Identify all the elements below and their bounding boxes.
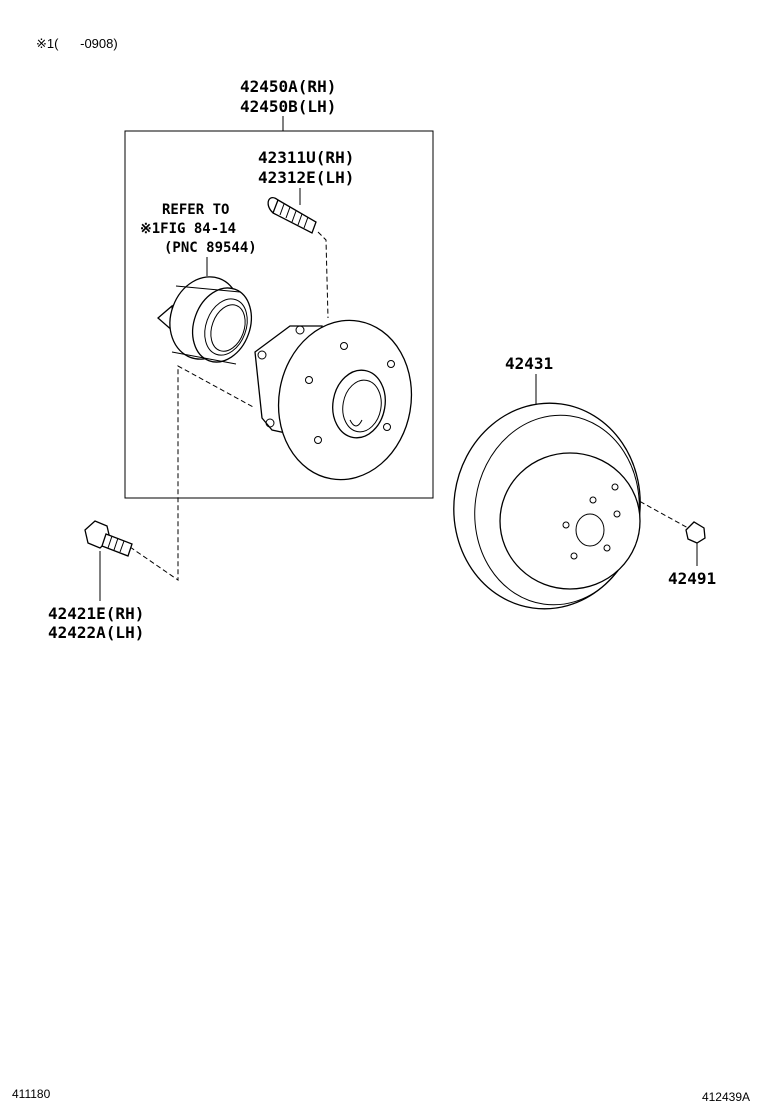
plug-dash-line [611,485,689,529]
hub-bolt-label-rh: 42311U(RH) [258,148,354,167]
bearing-part [157,276,252,365]
hub-assembly-label-lh: 42450B(LH) [240,97,336,116]
refer-note-line-2: ※1FIG 84-14 [140,221,236,237]
mount-bolt-part [84,520,133,557]
rotor-label: 42431 [505,354,553,373]
hub-assembly-label-rh: 42450A(RH) [240,77,336,96]
plug-label: 42491 [668,569,716,588]
mount-bolt-dash-line [129,365,256,581]
hub-bolt-label-lh: 42312E(LH) [258,168,354,187]
mount-bolt-label-rh: 42421E(RH) [48,604,144,623]
footer-left-code: 411180 [12,1087,51,1101]
plug-part [685,521,706,544]
brake-rotor-part [453,402,641,610]
hub-flange-part [254,319,413,481]
mount-bolt-label-lh: 42422A(LH) [48,623,144,642]
refer-note-line-3: (PNC 89544) [164,240,257,256]
footer-right-code: 412439A [701,1090,750,1104]
hub-bolt-dash-line [317,231,329,319]
hub-bolt-part [267,196,317,234]
hub-assembly-box [124,130,434,499]
refer-note-line-1: REFER TO [162,202,229,218]
header-note: ※1( -0908) [36,36,118,51]
